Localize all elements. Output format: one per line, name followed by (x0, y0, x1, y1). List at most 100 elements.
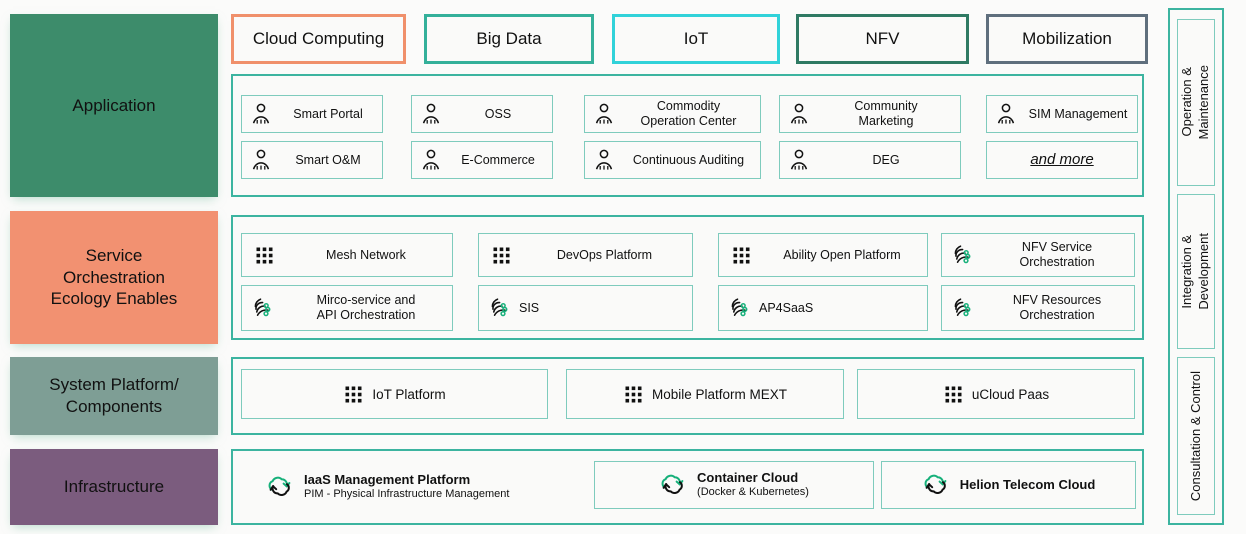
person-icon (595, 149, 613, 170)
category-tab-4[interactable]: Mobilization (986, 14, 1148, 64)
service-tile-label-1: DevOps Platform (556, 247, 653, 262)
infrastructure-tile-icon-0 (266, 474, 294, 500)
application-tile-icon-4 (993, 103, 1019, 125)
person-icon (252, 103, 270, 124)
person-icon (422, 103, 440, 124)
application-tile-icon-2 (591, 103, 617, 125)
layer-label-text: Infrastructure (63, 477, 165, 497)
infrastructure-tile-icon-2 (922, 472, 950, 498)
service-tile-icon-6 (725, 296, 757, 320)
cloud-icon (268, 476, 291, 496)
platform-tile-icon-2 (943, 384, 963, 404)
category-tab-label: Big Data (476, 29, 542, 48)
application-tile-label-8: DEG (872, 152, 900, 167)
service-tile-label-2: Ability Open Platform (783, 247, 901, 262)
person-icon (997, 103, 1015, 124)
layer-label-infrastructure: Infrastructure (10, 449, 218, 525)
orchestration-icon (491, 298, 508, 317)
infrastructure-tile-text-1: Container Cloud(Docker & Kubernetes) (697, 470, 809, 500)
service-tile-icon-7 (948, 296, 980, 320)
grid-icon (256, 247, 273, 264)
person-icon (595, 103, 613, 124)
application-tile-8[interactable]: DEG (779, 141, 961, 179)
grid-icon (945, 386, 962, 403)
infrastructure-tile-inner-2: Helion Telecom Cloud (922, 472, 1095, 498)
orchestration-icon (954, 245, 971, 264)
service-tile-1[interactable]: DevOps Platform (478, 233, 693, 277)
side-column-box-1[interactable]: Integration &Development (1177, 194, 1215, 349)
service-tile-icon-2 (725, 245, 757, 265)
application-tile-icon-7 (591, 149, 617, 171)
infrastructure-tile-title-1: Container Cloud (697, 470, 799, 485)
application-tile-icon-0 (248, 103, 274, 125)
application-tile-label-7: Continuous Auditing (632, 152, 745, 167)
person-icon (790, 103, 808, 124)
grid-icon (493, 247, 510, 264)
service-tile-5[interactable]: SIS (478, 285, 693, 331)
grid-icon (625, 386, 642, 403)
application-tile-icon-3 (786, 103, 812, 125)
layer-label-system-platform: System Platform/Components (10, 357, 218, 435)
service-tile-6[interactable]: AP4SaaS (718, 285, 928, 331)
person-icon (422, 149, 440, 170)
orchestration-icon (254, 298, 271, 317)
service-tile-label-6: AP4SaaS (759, 300, 814, 315)
application-tile-4[interactable]: SIM Management (986, 95, 1138, 133)
platform-tile-2[interactable]: uCloud Paas (857, 369, 1135, 419)
application-tile-label-5: Smart O&M (295, 152, 361, 167)
orchestration-icon (954, 298, 971, 317)
application-tile-label-4: SIM Management (1028, 106, 1128, 121)
side-column-box-0[interactable]: Operation &Maintenance (1177, 19, 1215, 186)
application-tile-6[interactable]: E-Commerce (411, 141, 553, 179)
person-icon (790, 149, 808, 170)
application-tile-icon-1 (418, 103, 444, 125)
application-tile-9[interactable]: and more (986, 141, 1138, 179)
platform-tile-label-2: uCloud Paas (971, 386, 1050, 402)
service-tile-0[interactable]: Mesh Network (241, 233, 453, 277)
application-tile-5[interactable]: Smart O&M (241, 141, 383, 179)
category-tab-2[interactable]: IoT (612, 14, 780, 64)
service-tile-label-5: SIS (519, 300, 540, 315)
application-tile-1[interactable]: OSS (411, 95, 553, 133)
category-tab-label: Cloud Computing (252, 29, 385, 48)
side-column-box-2[interactable]: Consultation & Control (1177, 357, 1215, 515)
orchestration-icon (731, 298, 748, 317)
infrastructure-tile-1[interactable]: Container Cloud(Docker & Kubernetes) (594, 461, 874, 509)
application-tile-0[interactable]: Smart Portal (241, 95, 383, 133)
platform-tile-icon-0 (343, 384, 363, 404)
cloud-icon (924, 474, 947, 494)
application-tile-icon-6 (418, 149, 444, 171)
platform-tile-inner-0: IoT Platform (343, 384, 446, 404)
infrastructure-tile-subtitle-1: (Docker & Kubernetes) (697, 486, 809, 499)
side-column-label-2: Consultation & Control (1187, 370, 1203, 502)
service-tile-2[interactable]: Ability Open Platform (718, 233, 928, 277)
application-tile-label-9: and more (1030, 151, 1094, 168)
infrastructure-tile-2[interactable]: Helion Telecom Cloud (881, 461, 1136, 509)
cloud-icon (661, 474, 684, 494)
category-tab-1[interactable]: Big Data (424, 14, 594, 64)
platform-tile-1[interactable]: Mobile Platform MEXT (566, 369, 844, 419)
person-icon (252, 149, 270, 170)
platform-tile-0[interactable]: IoT Platform (241, 369, 548, 419)
platform-tile-icon-1 (623, 384, 643, 404)
category-tab-3[interactable]: NFV (796, 14, 969, 64)
application-tile-7[interactable]: Continuous Auditing (584, 141, 761, 179)
category-tab-label: IoT (683, 29, 709, 48)
platform-tile-inner-2: uCloud Paas (943, 384, 1049, 404)
category-tab-0[interactable]: Cloud Computing (231, 14, 406, 64)
application-tile-icon-5 (248, 149, 274, 171)
platform-tile-label-1: Mobile Platform MEXT (651, 386, 788, 402)
infrastructure-tile-subtitle-0: PIM - Physical Infrastructure Management (304, 488, 510, 501)
